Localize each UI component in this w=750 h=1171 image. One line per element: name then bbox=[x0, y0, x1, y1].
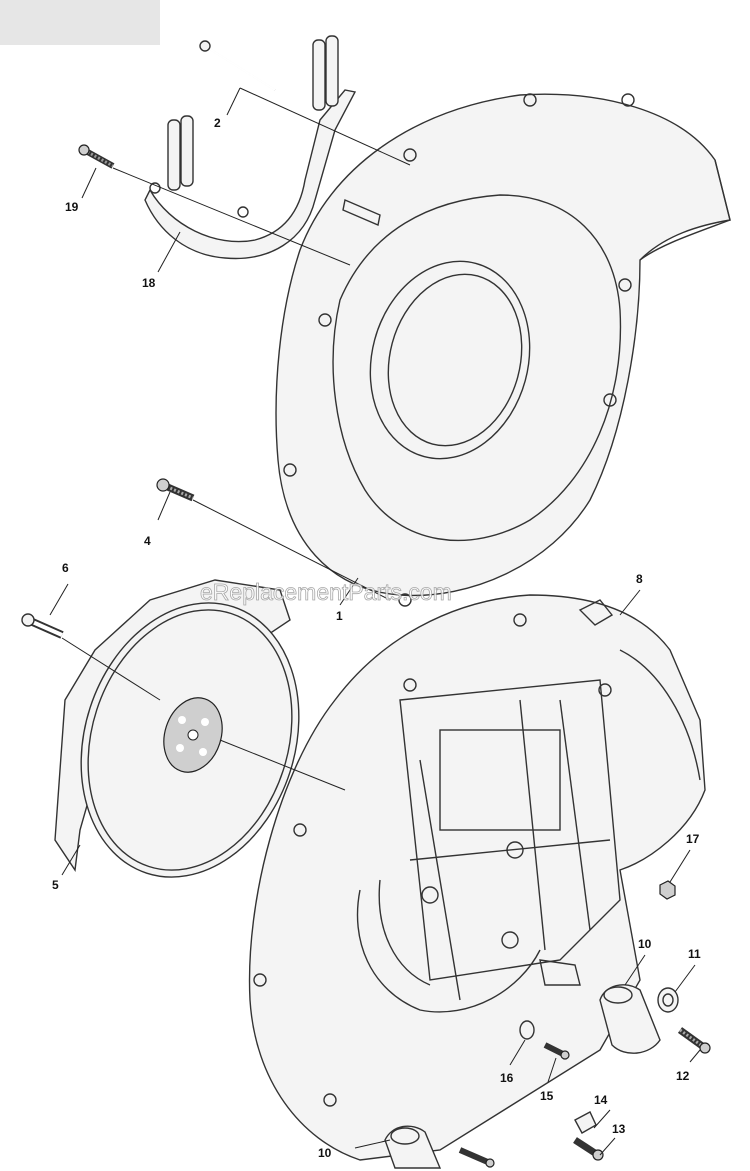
part-16-bushing bbox=[519, 1020, 535, 1040]
part-5-impeller bbox=[54, 579, 300, 878]
callout-12: 12 bbox=[676, 1069, 690, 1083]
leader-lines bbox=[49, 87, 701, 1156]
callout-11: 11 bbox=[688, 947, 701, 961]
part-14-clip bbox=[574, 1111, 597, 1134]
callout-4: 4 bbox=[144, 534, 151, 548]
part-17-nut bbox=[659, 880, 676, 900]
part-8-rear-housing bbox=[248, 594, 706, 1161]
callout-6: 6 bbox=[62, 561, 69, 575]
callout-1: 1 bbox=[336, 609, 343, 623]
part-4-screw bbox=[156, 478, 195, 502]
watermark-text: eReplacementParts.com bbox=[200, 579, 452, 605]
part-12-screw bbox=[677, 1027, 711, 1054]
part-13-screw bbox=[573, 1137, 604, 1161]
part-10-bottom-screw bbox=[458, 1147, 495, 1168]
part-10-mount-right bbox=[599, 984, 661, 1054]
part-10-mount-bottom bbox=[384, 1125, 442, 1169]
part-19-screw bbox=[78, 144, 115, 169]
callout-2: 2 bbox=[214, 116, 221, 130]
part-6-screw bbox=[21, 613, 64, 639]
scan-noise bbox=[0, 0, 160, 45]
part-1-front-housing bbox=[275, 93, 731, 607]
callout-14: 14 bbox=[594, 1093, 608, 1107]
callout-5: 5 bbox=[52, 878, 59, 892]
part-11-clip bbox=[657, 987, 679, 1013]
part-2-screw bbox=[199, 40, 276, 91]
callout-19: 19 bbox=[65, 200, 79, 214]
part-15-screw bbox=[543, 1042, 570, 1060]
callout-10-right: 10 bbox=[638, 937, 652, 951]
callout-8: 8 bbox=[636, 572, 643, 586]
part-18-bracket bbox=[144, 35, 357, 260]
callout-10-bottom: 10 bbox=[318, 1146, 332, 1160]
callout-16: 16 bbox=[500, 1071, 514, 1085]
callout-labels: 2 19 18 4 6 8 1 17 5 10 11 16 12 15 14 1… bbox=[52, 116, 701, 1160]
callout-17: 17 bbox=[686, 832, 700, 846]
callout-18: 18 bbox=[142, 276, 156, 290]
callout-15: 15 bbox=[540, 1089, 554, 1103]
callout-13: 13 bbox=[612, 1122, 626, 1136]
